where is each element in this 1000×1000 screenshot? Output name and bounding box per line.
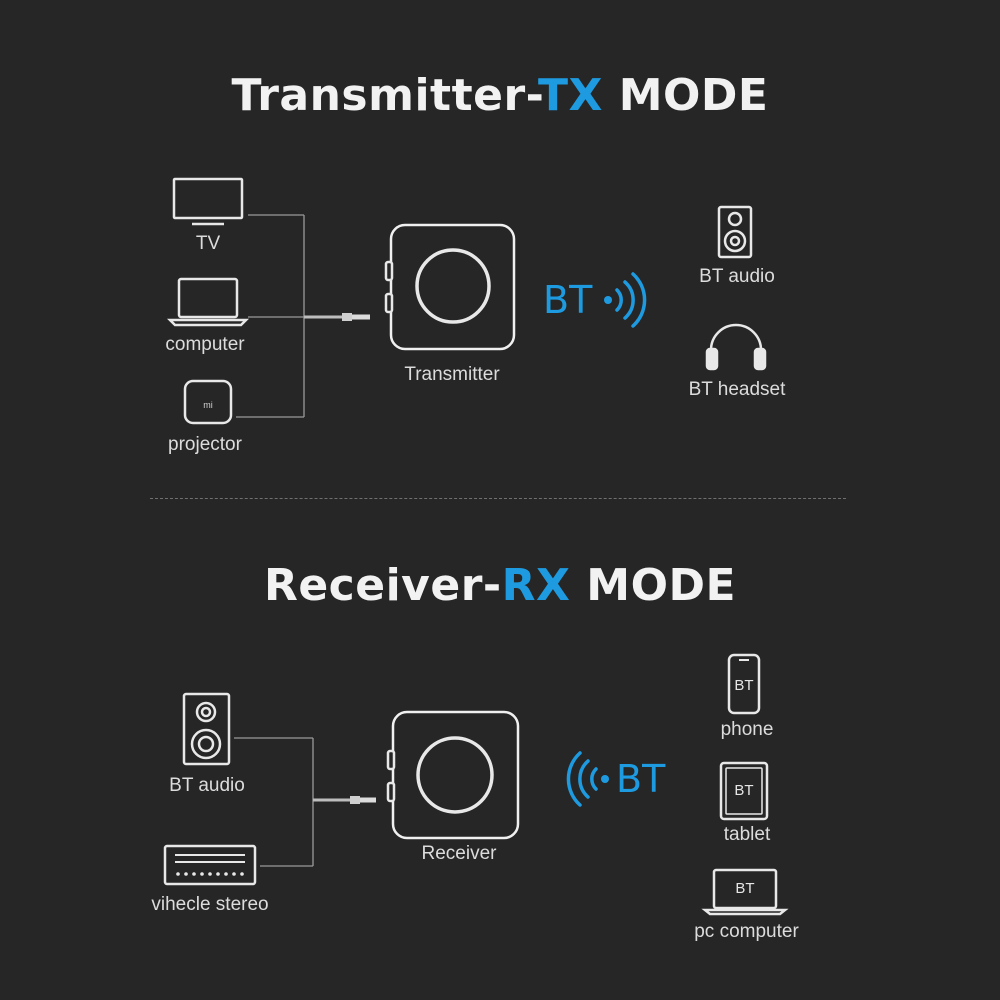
pc-laptop-icon (701, 868, 789, 916)
tx-source-projector-label: projector (168, 434, 242, 455)
tx-source-computer-label: computer (165, 334, 245, 355)
projector-icon (183, 379, 233, 425)
tx-signal-waves (604, 272, 647, 328)
tx-title: Transmitter-TX MODE (0, 70, 1000, 121)
tx-bt-text: BT (543, 278, 593, 322)
rx-aux-cable (313, 796, 376, 804)
projector-logo-mark: mi (203, 400, 213, 410)
phone-bt-mark: BT (734, 677, 753, 694)
tablet-bt-mark: BT (734, 782, 753, 799)
tx-aux-cable (304, 313, 370, 321)
tx-title-prefix: Transmitter- (231, 70, 538, 121)
section-divider (150, 498, 846, 499)
transmitter-label: Transmitter (404, 364, 500, 385)
tv-icon (172, 177, 244, 226)
rx-source-tablet-label: tablet (723, 824, 771, 845)
rx-title-accent: RX (501, 560, 571, 611)
receiver-label: Receiver (421, 843, 497, 864)
rx-source-phone-label: phone (720, 719, 774, 740)
rx-speaker-icon (182, 692, 231, 766)
tx-title-accent: TX (537, 70, 603, 121)
rx-title: Receiver-RX MODE (0, 560, 1000, 611)
tx-source-tv-label: TV (195, 233, 221, 254)
car-stereo-icon (163, 844, 257, 886)
rx-bt-text: BT (616, 757, 666, 801)
rx-output-vehicle-stereo-label: vihecle stereo (151, 894, 269, 915)
receiver-device (386, 710, 520, 840)
speaker-icon (717, 205, 753, 259)
laptop-icon (166, 277, 250, 327)
tx-connector-lines (236, 214, 305, 418)
headset-icon (705, 323, 767, 371)
tablet-icon (719, 761, 769, 821)
rx-source-pc-computer-label: pc computer (694, 921, 799, 942)
phone-icon (727, 653, 761, 715)
tx-title-suffix: MODE (602, 70, 769, 121)
transmitter-device (384, 223, 516, 351)
rx-signal-waves (566, 751, 609, 807)
tx-output-bt-audio-label: BT audio (699, 266, 775, 287)
rx-title-prefix: Receiver- (263, 560, 502, 611)
rx-connector-lines (234, 737, 314, 867)
rx-output-bt-audio-label: BT audio (169, 775, 245, 796)
pc-bt-mark: BT (735, 880, 754, 897)
rx-title-suffix: MODE (570, 560, 737, 611)
tx-output-bt-headset-label: BT headset (688, 379, 786, 400)
